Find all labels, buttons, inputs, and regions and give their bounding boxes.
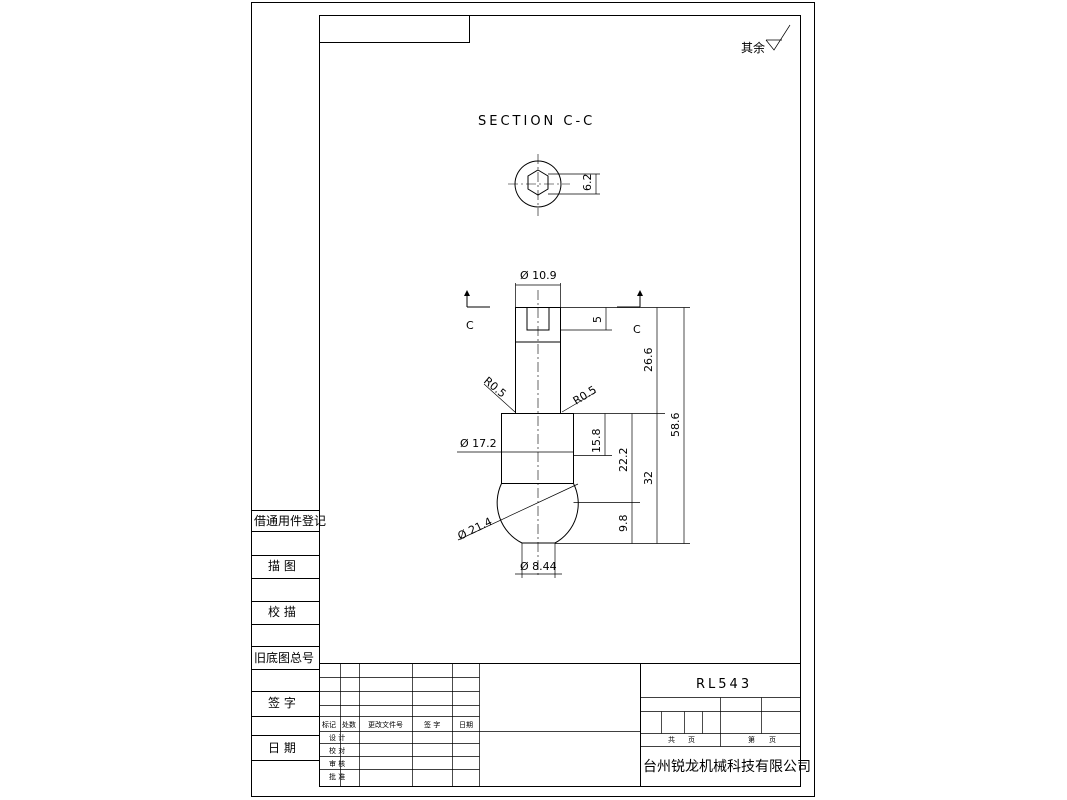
section-mark-left: C	[466, 319, 474, 332]
dim-top-dia: Ø 10.9	[520, 269, 557, 282]
dim-neck-dia: Ø 8.44	[520, 560, 557, 573]
part-number: RL543	[696, 677, 752, 692]
tb-total-pages: 共	[668, 735, 675, 744]
dim-depth: 5	[591, 316, 604, 323]
surface-finish-label: 其余	[741, 40, 765, 55]
title-block: 标记 处数 更改文件号 签 字 日期 设 计 校 对 审 核 批 准 RL543…	[319, 663, 811, 786]
tb-date: 日期	[459, 721, 473, 729]
dim-hex: 6.2	[581, 174, 594, 192]
dim-32: 32	[642, 471, 655, 485]
dim-radius-right: R0.5	[571, 383, 599, 407]
dim-9-8: 9.8	[617, 515, 630, 533]
tb-page-unit: 页	[688, 736, 695, 744]
tb-sign: 签 字	[424, 720, 440, 729]
dim-overall-length: 58.6	[669, 413, 682, 438]
inner-frame	[319, 15, 801, 787]
dim-length-upper: 26.6	[642, 348, 655, 373]
section-title: SECTION C-C	[478, 114, 595, 129]
dim-body-dia: Ø 17.2	[460, 437, 497, 450]
dim-ball-dia: Ø 21.4	[456, 515, 495, 543]
tb-page-no: 第	[748, 735, 755, 744]
tb-page-unit2: 页	[769, 736, 776, 744]
section-mark-right: C	[633, 323, 641, 336]
strip-date: 日 期	[268, 741, 296, 755]
tb-mark: 标记	[322, 720, 336, 729]
left-strip: 借通用件登记 描 图 校 描 旧底图总号 签 字 日 期	[251, 510, 326, 761]
strip-check-trace: 校 描	[268, 604, 296, 619]
part-view: C C Ø 10.9 5 26.6 58.6 32 15.8 22.2 9.8	[456, 269, 690, 578]
dim-22-2: 22.2	[617, 448, 630, 473]
dim-radius-left: R0.5	[481, 374, 509, 400]
dim-15-8: 15.8	[590, 429, 603, 454]
tb-proofread: 校 对	[329, 746, 345, 755]
tb-review: 审 核	[329, 759, 345, 768]
strip-old-drawing: 旧底图总号	[254, 650, 314, 665]
outer-border	[251, 2, 815, 797]
tb-approve: 批 准	[329, 772, 345, 781]
top-left-box	[319, 15, 470, 43]
section-view: 6.2	[508, 154, 600, 216]
company-name: 台州锐龙机械科技有限公司	[643, 759, 811, 775]
tb-design: 设 计	[329, 733, 345, 742]
surface-finish-symbol	[765, 24, 791, 51]
tb-change-doc: 更改文件号	[368, 720, 403, 729]
tb-count: 处数	[342, 720, 356, 729]
strip-signature: 签 字	[268, 695, 296, 710]
strip-draw: 描 图	[268, 559, 296, 573]
strip-register: 借通用件登记	[254, 513, 326, 528]
